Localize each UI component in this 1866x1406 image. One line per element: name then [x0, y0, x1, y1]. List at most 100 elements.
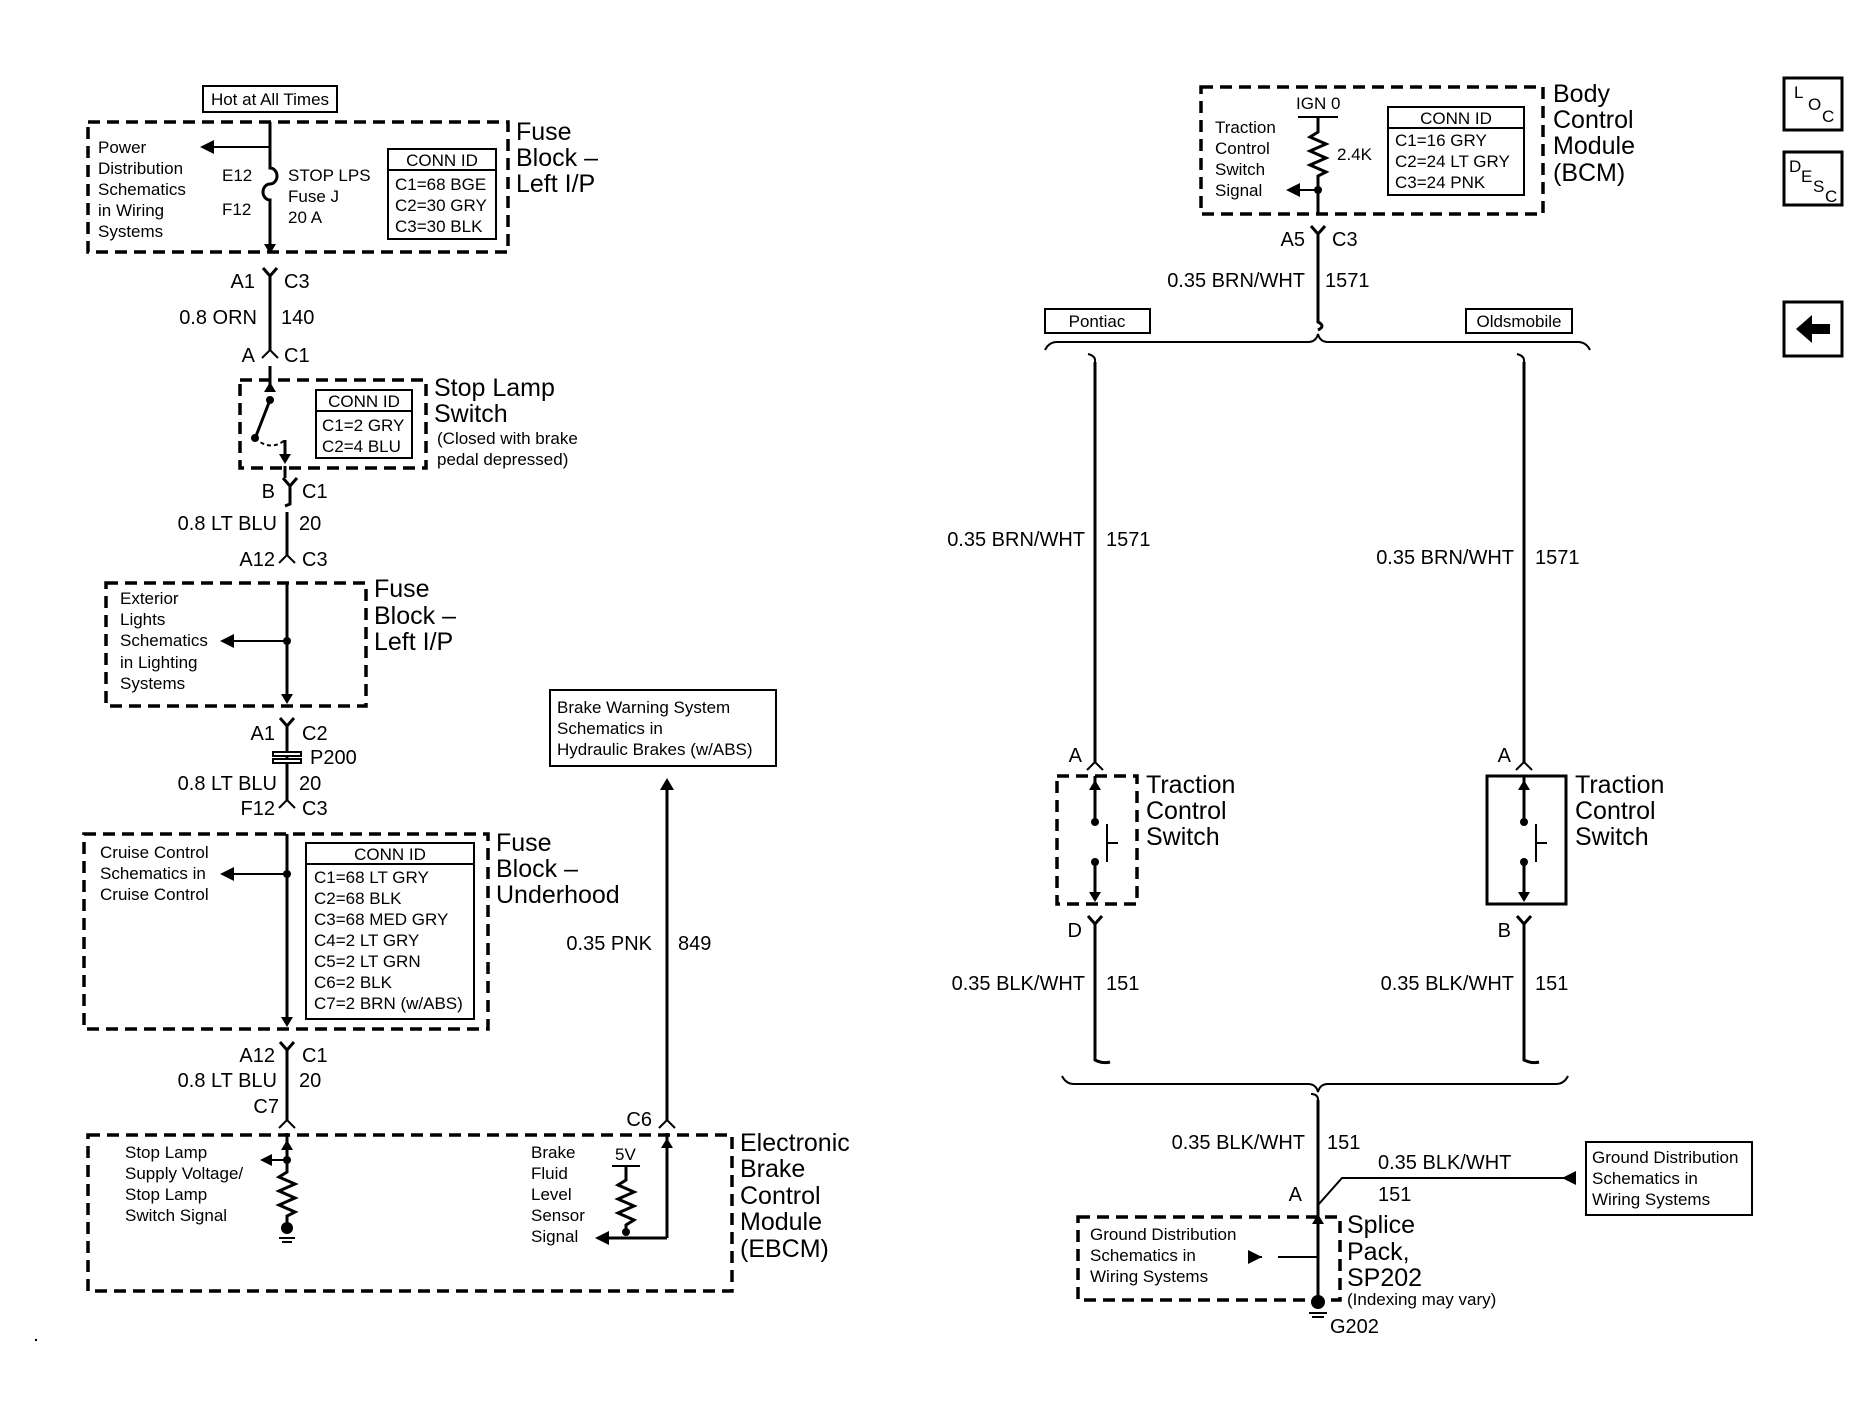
svg-text:151: 151	[1327, 1132, 1360, 1154]
svg-text:A: A	[1498, 745, 1512, 767]
svg-text:(BCM): (BCM)	[1553, 159, 1625, 187]
svg-text:C1=2 GRY: C1=2 GRY	[322, 416, 404, 435]
svg-text:Schematics: Schematics	[98, 180, 186, 199]
svg-text:pedal depressed): pedal depressed)	[437, 450, 568, 469]
svg-text:S: S	[1813, 177, 1824, 196]
svg-text:Fuse: Fuse	[516, 118, 572, 146]
svg-text:Left I/P: Left I/P	[516, 170, 595, 198]
svg-text:0.35 BLK/WHT: 0.35 BLK/WHT	[1378, 1152, 1511, 1174]
svg-text:Control: Control	[1215, 139, 1270, 158]
svg-text:C3: C3	[284, 271, 310, 293]
svg-text:C3=30 BLK: C3=30 BLK	[395, 217, 483, 236]
svg-text:Body: Body	[1553, 80, 1610, 108]
svg-text:E12: E12	[222, 166, 252, 185]
arrow-left-icon	[220, 634, 234, 648]
svg-text:Fuse: Fuse	[374, 575, 430, 603]
svg-text:0.8 ORN: 0.8 ORN	[179, 307, 257, 329]
svg-text:(Indexing may vary): (Indexing may vary)	[1347, 1290, 1496, 1309]
svg-text:Distribution: Distribution	[98, 159, 183, 178]
svg-text:Electronic: Electronic	[740, 1129, 850, 1157]
svg-text:D: D	[1068, 920, 1082, 942]
svg-text:C1=68 BGE: C1=68 BGE	[395, 175, 486, 194]
svg-text:Control: Control	[1146, 797, 1227, 825]
exterior-lights-reference: Exterior Lights Schematics in Lighting S…	[120, 589, 208, 693]
svg-text:5V: 5V	[615, 1145, 636, 1164]
svg-text:A1: A1	[251, 723, 275, 745]
option-merge-brace	[1061, 1075, 1569, 1093]
svg-text:A: A	[242, 345, 256, 367]
svg-text:C2=68 BLK: C2=68 BLK	[314, 889, 402, 908]
svg-text:in Lighting: in Lighting	[120, 653, 198, 672]
stop-lamp-switch: CONN ID C1=2 GRY C2=4 BLU Stop Lamp Swit…	[238, 366, 578, 470]
svg-text:Lights: Lights	[120, 610, 165, 629]
svg-text:C4=2 LT GRY: C4=2 LT GRY	[314, 931, 419, 950]
svg-text:Ground Distribution: Ground Distribution	[1090, 1225, 1236, 1244]
svg-text:Sensor: Sensor	[531, 1206, 585, 1225]
svg-text:CONN ID: CONN ID	[354, 845, 426, 864]
svg-text:C: C	[1822, 107, 1834, 126]
svg-text:Switch: Switch	[434, 400, 508, 428]
svg-text:Wiring Systems: Wiring Systems	[1592, 1190, 1710, 1209]
svg-text:0.8 LT BLU: 0.8 LT BLU	[178, 513, 277, 535]
svg-text:C3: C3	[1332, 229, 1358, 251]
splice-pack-sp202: Ground Distribution Schematics in Wiring…	[1076, 1205, 1496, 1338]
svg-text:C3: C3	[302, 549, 328, 571]
arrow-left-icon	[220, 867, 234, 881]
ground-icon	[281, 1222, 293, 1234]
svg-text:A12: A12	[239, 1045, 275, 1067]
svg-text:Stop Lamp: Stop Lamp	[125, 1185, 207, 1204]
svg-text:C3=24 PNK: C3=24 PNK	[1395, 173, 1486, 192]
svg-text:Traction: Traction	[1146, 771, 1235, 799]
svg-text:D: D	[1789, 157, 1801, 176]
svg-text:Control: Control	[1575, 797, 1656, 825]
svg-text:Wiring Systems: Wiring Systems	[1090, 1267, 1208, 1286]
oldsmobile-label: Oldsmobile	[1465, 308, 1573, 334]
svg-text:2.4K: 2.4K	[1337, 145, 1373, 164]
svg-text:L: L	[1794, 83, 1803, 102]
svg-text:151: 151	[1535, 973, 1568, 995]
svg-text:Supply Voltage/: Supply Voltage/	[125, 1164, 243, 1183]
svg-text:Hydraulic Brakes (w/ABS): Hydraulic Brakes (w/ABS)	[557, 740, 753, 759]
svg-text:Control: Control	[1553, 106, 1634, 134]
svg-text:0.35 BLK/WHT: 0.35 BLK/WHT	[1381, 973, 1514, 995]
description-button[interactable]: D E S C	[1782, 150, 1844, 207]
svg-text:0.35 BLK/WHT: 0.35 BLK/WHT	[1172, 1132, 1305, 1154]
svg-text:E: E	[1801, 167, 1812, 186]
svg-text:C1=16 GRY: C1=16 GRY	[1395, 131, 1487, 150]
svg-text:1571: 1571	[1106, 529, 1151, 551]
svg-text:Fuse: Fuse	[496, 829, 552, 857]
wire-0-8-lt-blu-20-c: A12 C1 0.8 LT BLU 20 C7	[178, 1041, 328, 1129]
svg-text:C1: C1	[284, 345, 310, 367]
arrow-left-icon	[1286, 183, 1300, 197]
wire-0-8-lt-blu-20-a: B C1 0.8 LT BLU 20 A12 C3	[178, 466, 328, 571]
svg-text:Schematics: Schematics	[120, 631, 208, 650]
location-button[interactable]: L O C	[1782, 76, 1844, 132]
svg-text:1571: 1571	[1325, 270, 1370, 292]
svg-text:Left I/P: Left I/P	[374, 628, 453, 656]
svg-text:Control: Control	[740, 1182, 821, 1210]
svg-text:0.35 BRN/WHT: 0.35 BRN/WHT	[1167, 270, 1305, 292]
svg-text:C2=4 BLU: C2=4 BLU	[322, 437, 401, 456]
svg-text:F12: F12	[241, 798, 275, 820]
hot-at-all-times-label: Hot at All Times	[202, 85, 338, 113]
svg-text:Module: Module	[1553, 132, 1635, 160]
fuse-block-underhood: Fuse Block – Underhood Cruise Control Sc…	[82, 829, 620, 1031]
svg-text:0.35 BRN/WHT: 0.35 BRN/WHT	[947, 529, 1085, 551]
svg-text:Traction: Traction	[1215, 118, 1276, 137]
svg-text:151: 151	[1106, 973, 1139, 995]
arrow-left-icon	[200, 140, 214, 154]
svg-text:Splice: Splice	[1347, 1211, 1415, 1239]
svg-text:A: A	[1069, 745, 1083, 767]
conn-id-table: CONN ID C1=68 BGE C2=30 GRY C3=30 BLK	[387, 148, 497, 240]
svg-text:0.35 PNK: 0.35 PNK	[566, 933, 652, 955]
svg-text:0.35 BRN/WHT: 0.35 BRN/WHT	[1376, 547, 1514, 569]
cruise-control-reference: Cruise Control Schematics in Cruise Cont…	[100, 843, 209, 904]
svg-text:Fuse J: Fuse J	[288, 187, 339, 206]
back-button[interactable]	[1782, 300, 1844, 358]
left-arrow-icon	[1796, 315, 1830, 343]
svg-text:CONN ID: CONN ID	[406, 151, 478, 170]
svg-text:Level: Level	[531, 1185, 572, 1204]
svg-text:849: 849	[678, 933, 711, 955]
svg-text:Systems: Systems	[120, 674, 185, 693]
